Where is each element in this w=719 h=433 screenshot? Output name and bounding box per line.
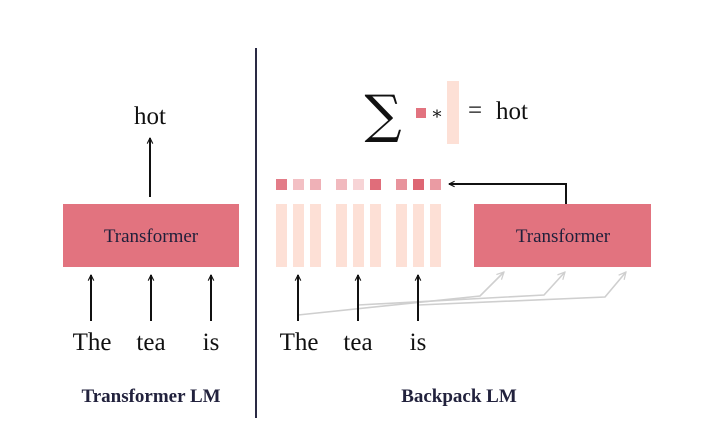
weight-squares-row [276,179,441,190]
left-input-word-the: The [73,329,112,356]
equation-weight-square [416,108,426,118]
backpack-lm-panel: ∑ * = hot Transformer The tea is Backpac… [276,81,651,407]
times-symbol: * [433,107,442,128]
sense-vector [276,204,287,267]
right-input-word-is: is [410,329,427,356]
sense-vector [353,204,364,267]
skip-arrow-is [417,272,626,306]
sense-vector [293,204,304,267]
left-input-word-is: is [203,329,220,356]
right-output-word: hot [496,98,528,125]
left-caption: Transformer LM [81,386,220,407]
left-transformer-label: Transformer [104,226,199,247]
left-transformer-box [63,204,239,267]
weight-square [310,179,321,190]
skip-arrow-the [297,272,504,316]
weight-square [276,179,287,190]
weight-square [336,179,347,190]
sense-vector [430,204,441,267]
skip-arrow-tea [357,272,565,306]
sense-vector [310,204,321,267]
transformer-lm-panel: hot Transformer The tea is Transformer L… [63,103,239,407]
right-input-word-the: The [280,329,319,356]
weights-arrow [449,184,567,204]
equals-symbol: = [468,97,482,124]
weight-square [353,179,364,190]
weight-square [430,179,441,190]
right-input-word-tea: tea [343,329,372,356]
left-input-word-tea: tea [136,329,165,356]
sense-vector [336,204,347,267]
weight-square [293,179,304,190]
weight-square [396,179,407,190]
weight-square [413,179,424,190]
weight-square [370,179,381,190]
right-caption: Backpack LM [401,386,517,407]
sense-vector [413,204,424,267]
sense-vector [396,204,407,267]
right-transformer-label: Transformer [516,226,611,247]
sense-vectors [276,204,441,267]
equation-sense-vector [447,81,459,144]
right-transformer-box [474,204,651,267]
sense-vector [370,204,381,267]
sum-symbol: ∑ [364,85,401,145]
left-output-word: hot [134,103,166,130]
